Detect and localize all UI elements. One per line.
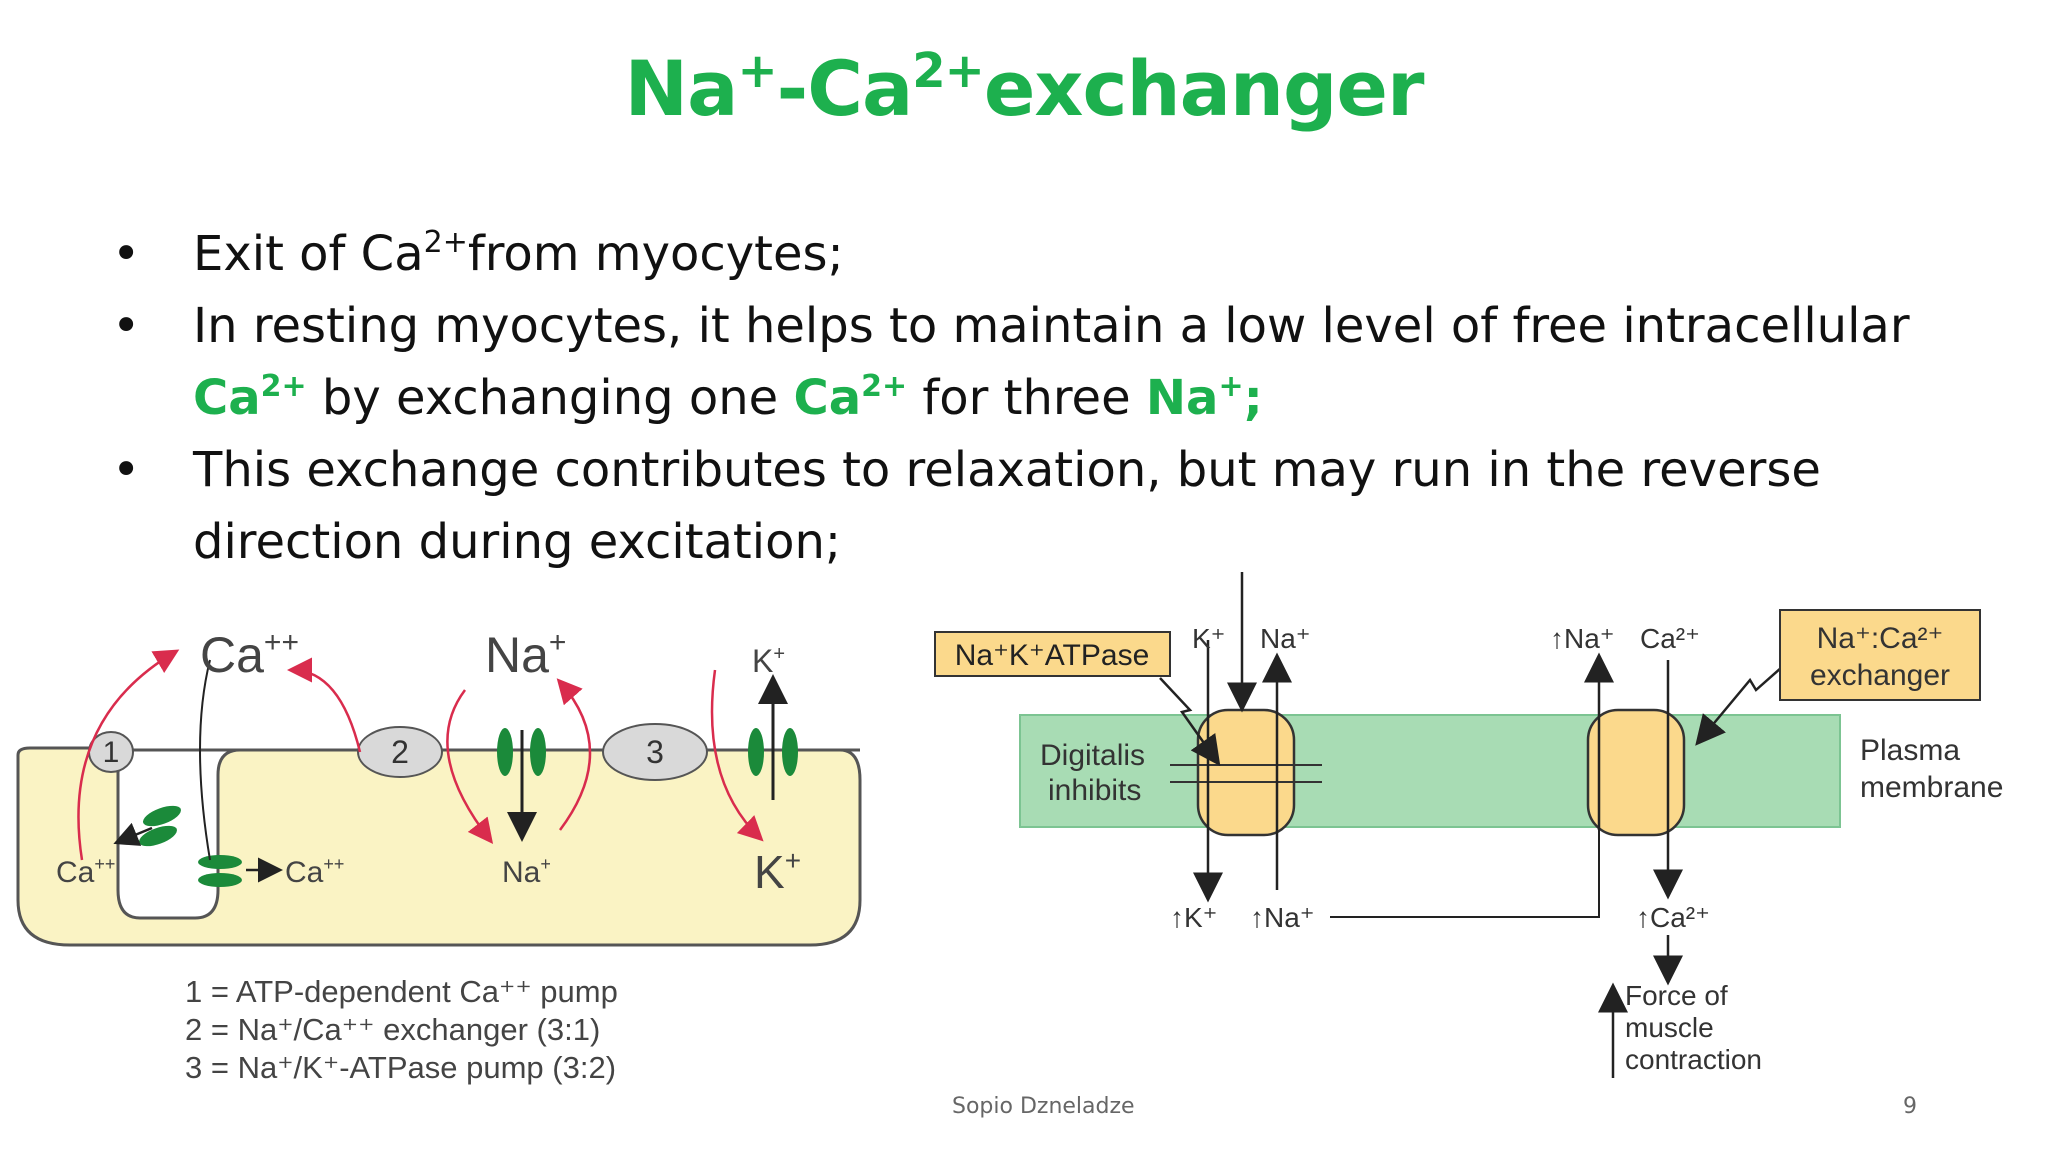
- ca-intracellular-label: ↑Ca²⁺: [1636, 902, 1710, 933]
- k-outside-label: K+: [752, 643, 785, 679]
- footer-page-number: 9: [1903, 1094, 1917, 1119]
- digitalis-label-line-1: Digitalis: [1040, 739, 1145, 772]
- bullet-item: •Exit of Ca2+from myocytes;: [112, 218, 1972, 290]
- bullet-list: •Exit of Ca2+from myocytes; •In resting …: [112, 218, 1972, 578]
- na-intracellular-label: ↑Na⁺: [1250, 902, 1315, 933]
- na-extracellular-label: Na⁺: [1260, 623, 1311, 654]
- na-k-atpase-label-box: [934, 631, 1171, 677]
- pump-2: [357, 726, 443, 778]
- right-membrane-diagram: Na⁺K⁺ATPase Na⁺:Ca²⁺ exchanger K⁺ Na⁺ ↑N…: [934, 572, 2003, 1078]
- digitalis-label-line-2: inhibits: [1048, 774, 1141, 807]
- ca-extracellular-label: Ca²⁺: [1640, 623, 1700, 654]
- ca-cytosol-left-label: Ca++: [56, 854, 115, 889]
- highlight-na: Na+;: [1145, 369, 1263, 426]
- pump-2-label: 2: [391, 734, 409, 770]
- k-cytosol-label: K+: [754, 845, 801, 898]
- na-cytosol-label: Na+: [502, 854, 551, 889]
- pump-3-label: 3: [646, 734, 664, 770]
- ca-outside-label: Ca++: [200, 626, 299, 683]
- na-k-atpase-transporter: [1196, 708, 1296, 837]
- legend-line-2: 2 = Na⁺/Ca⁺⁺ exchanger (3:1): [185, 1012, 600, 1047]
- left-ion-transport-diagram: 1 2 3 Ca++ Na+ K+: [16, 626, 862, 1085]
- legend-line-1: 1 = ATP-dependent Ca⁺⁺ pump: [185, 974, 618, 1009]
- bullet-marker: •: [112, 442, 141, 498]
- exchanger-label-box: [1779, 609, 1981, 701]
- highlight-ca: Ca2+: [193, 369, 307, 426]
- k-extracellular-label: K⁺: [1192, 623, 1225, 654]
- na-k-atpase-label: Na⁺K⁺ATPase: [955, 639, 1150, 672]
- exchanger-label-line-2: exchanger: [1810, 659, 1950, 692]
- na-ca-exchanger-transporter: [1586, 708, 1686, 837]
- slide-title: Na+-Ca2+exchanger: [624, 43, 1425, 133]
- k-intracellular-label: ↑K⁺: [1170, 902, 1217, 933]
- bullet-marker: •: [112, 298, 141, 354]
- k-channel: [748, 728, 798, 776]
- bullet-item: •This exchange contributes to relaxation…: [112, 434, 1972, 578]
- plasma-membrane-label-line-2: membrane: [1860, 771, 2003, 804]
- pump-3: [602, 723, 708, 781]
- plasma-membrane-label-line-1: Plasma: [1860, 734, 1960, 767]
- exchanger-label-line-1: Na⁺:Ca²⁺: [1817, 622, 1944, 655]
- na-outside-label: Na+: [485, 626, 566, 683]
- footer-author: Sopio Dzneladze: [952, 1094, 1135, 1119]
- force-label-line-1: Force of: [1625, 980, 1728, 1011]
- bullet-marker: •: [112, 226, 141, 282]
- na-up-extracellular-label: ↑Na⁺: [1550, 623, 1615, 654]
- pump-1-label: 1: [103, 736, 120, 769]
- legend-line-3: 3 = Na⁺/K⁺-ATPase pump (3:2): [185, 1050, 616, 1085]
- ca-cytosol-mid-label: Ca++: [285, 854, 344, 889]
- force-label-line-2: muscle: [1625, 1012, 1714, 1043]
- force-label-line-3: contraction: [1625, 1044, 1762, 1075]
- bullet-item: •In resting myocytes, it helps to mainta…: [112, 290, 1972, 434]
- na-channel: [497, 728, 546, 776]
- cell-outline: [16, 746, 862, 947]
- highlight-ca: Ca2+: [793, 369, 908, 426]
